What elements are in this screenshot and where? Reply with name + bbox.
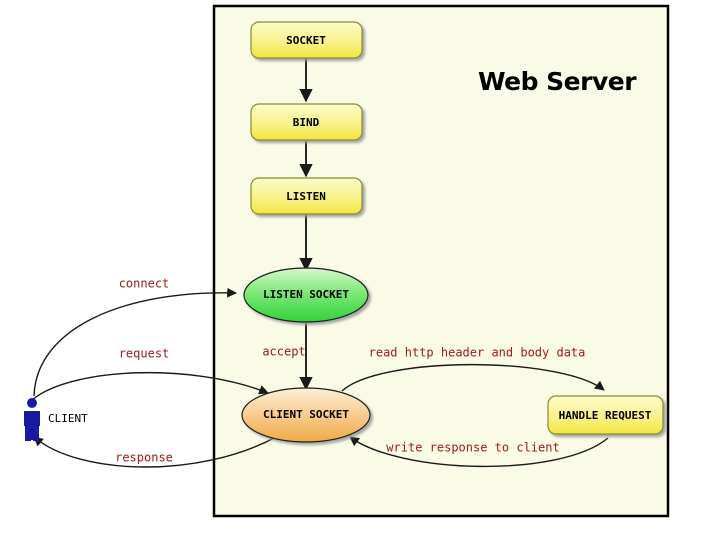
edge-label-request: request [119, 347, 170, 361]
node-listen-socket-shape [243, 267, 369, 323]
node-listen-shape [250, 177, 363, 215]
page-title: Web Server [478, 67, 637, 96]
node-bind[interactable]: BIND [250, 103, 363, 141]
node-bind-label: BIND [293, 116, 320, 129]
node-listen[interactable]: LISTEN [250, 177, 363, 215]
edge-label-response: response [115, 451, 173, 465]
edge-response [33, 436, 277, 468]
edge-request [31, 371, 269, 401]
node-handle-request-shape [547, 395, 664, 435]
node-client-socket-shape [241, 387, 371, 443]
client-actor[interactable]: CLIENT [24, 398, 88, 441]
node-listen-socket-label: LISTEN SOCKET [263, 288, 349, 301]
client-actor-label: CLIENT [48, 412, 88, 425]
node-bind-shape [250, 103, 363, 141]
person-icon-head [27, 398, 37, 408]
edge-label-write-response: write response to client [386, 441, 559, 455]
node-socket-shape [250, 21, 363, 59]
node-handle-request[interactable]: HANDLE REQUEST [547, 395, 664, 435]
node-socket-label: SOCKET [286, 34, 326, 47]
edge-label-accept: accept [262, 345, 305, 359]
person-icon-leg-right [33, 424, 39, 441]
node-handle-request-label: HANDLE REQUEST [559, 409, 652, 422]
node-listen-label: LISTEN [286, 190, 326, 203]
edge-read-http [341, 363, 605, 392]
person-icon-leg-left [25, 424, 31, 441]
edge-write-response [349, 436, 609, 468]
edge-label-connect: connect [119, 277, 170, 291]
edge-connect [33, 287, 237, 397]
node-socket[interactable]: SOCKET [250, 21, 363, 59]
person-icon-torso [24, 411, 40, 426]
node-client-socket[interactable]: CLIENT SOCKET [241, 387, 371, 443]
node-client-socket-label: CLIENT SOCKET [263, 408, 349, 421]
edge-label-read-http: read http header and body data [369, 346, 586, 360]
node-listen-socket[interactable]: LISTEN SOCKET [243, 267, 369, 323]
